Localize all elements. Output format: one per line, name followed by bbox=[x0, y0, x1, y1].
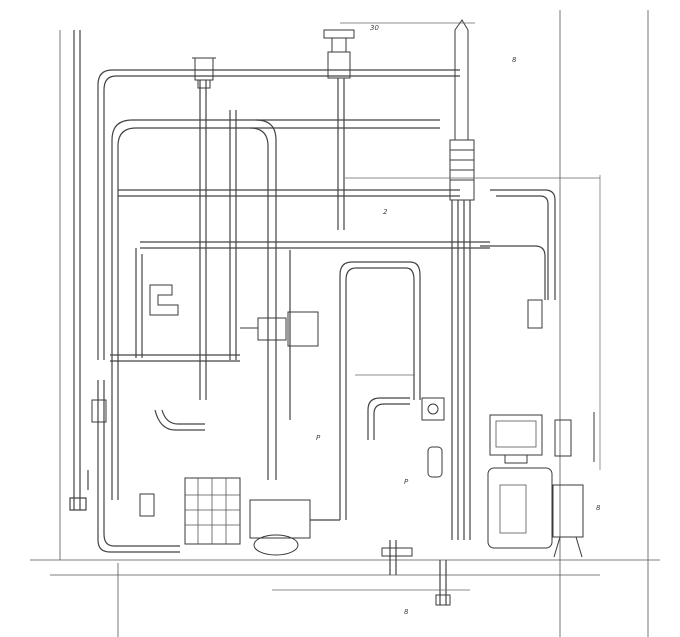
frame-lines bbox=[30, 10, 660, 637]
header-pipes bbox=[110, 189, 490, 362]
small-vessels bbox=[91, 397, 445, 517]
dimension-lines bbox=[272, 22, 601, 591]
monitor-top-instrument bbox=[489, 414, 543, 464]
tall-column-stack bbox=[449, 19, 475, 540]
inner-loop-pipe bbox=[111, 119, 440, 500]
display-cabinet bbox=[487, 467, 584, 558]
elbow-fittings bbox=[149, 284, 205, 431]
bottom-drains bbox=[381, 540, 451, 606]
mid-equipment bbox=[240, 311, 319, 347]
top-valve-left bbox=[192, 57, 216, 89]
gauge-panel-instrument bbox=[554, 412, 595, 462]
callout-tag-a: 30 bbox=[370, 24, 379, 32]
vertical-pipes-center-left bbox=[199, 80, 291, 420]
left-riser-pipe bbox=[69, 30, 89, 511]
main-tank bbox=[184, 477, 241, 545]
callout-top-right: 8 bbox=[512, 56, 517, 64]
central-loop-pipe bbox=[339, 261, 421, 520]
pump-unit bbox=[249, 499, 340, 556]
callout-mid: P bbox=[316, 434, 321, 442]
right-branch-pipes bbox=[480, 189, 556, 329]
callout-tag-b: 2 bbox=[383, 208, 388, 216]
top-valve-right bbox=[323, 29, 355, 230]
callout-low: P bbox=[404, 478, 409, 486]
callout-bottom: 8 bbox=[404, 608, 409, 616]
outer-loop-pipe bbox=[97, 69, 460, 553]
callout-right: 8 bbox=[596, 504, 601, 512]
